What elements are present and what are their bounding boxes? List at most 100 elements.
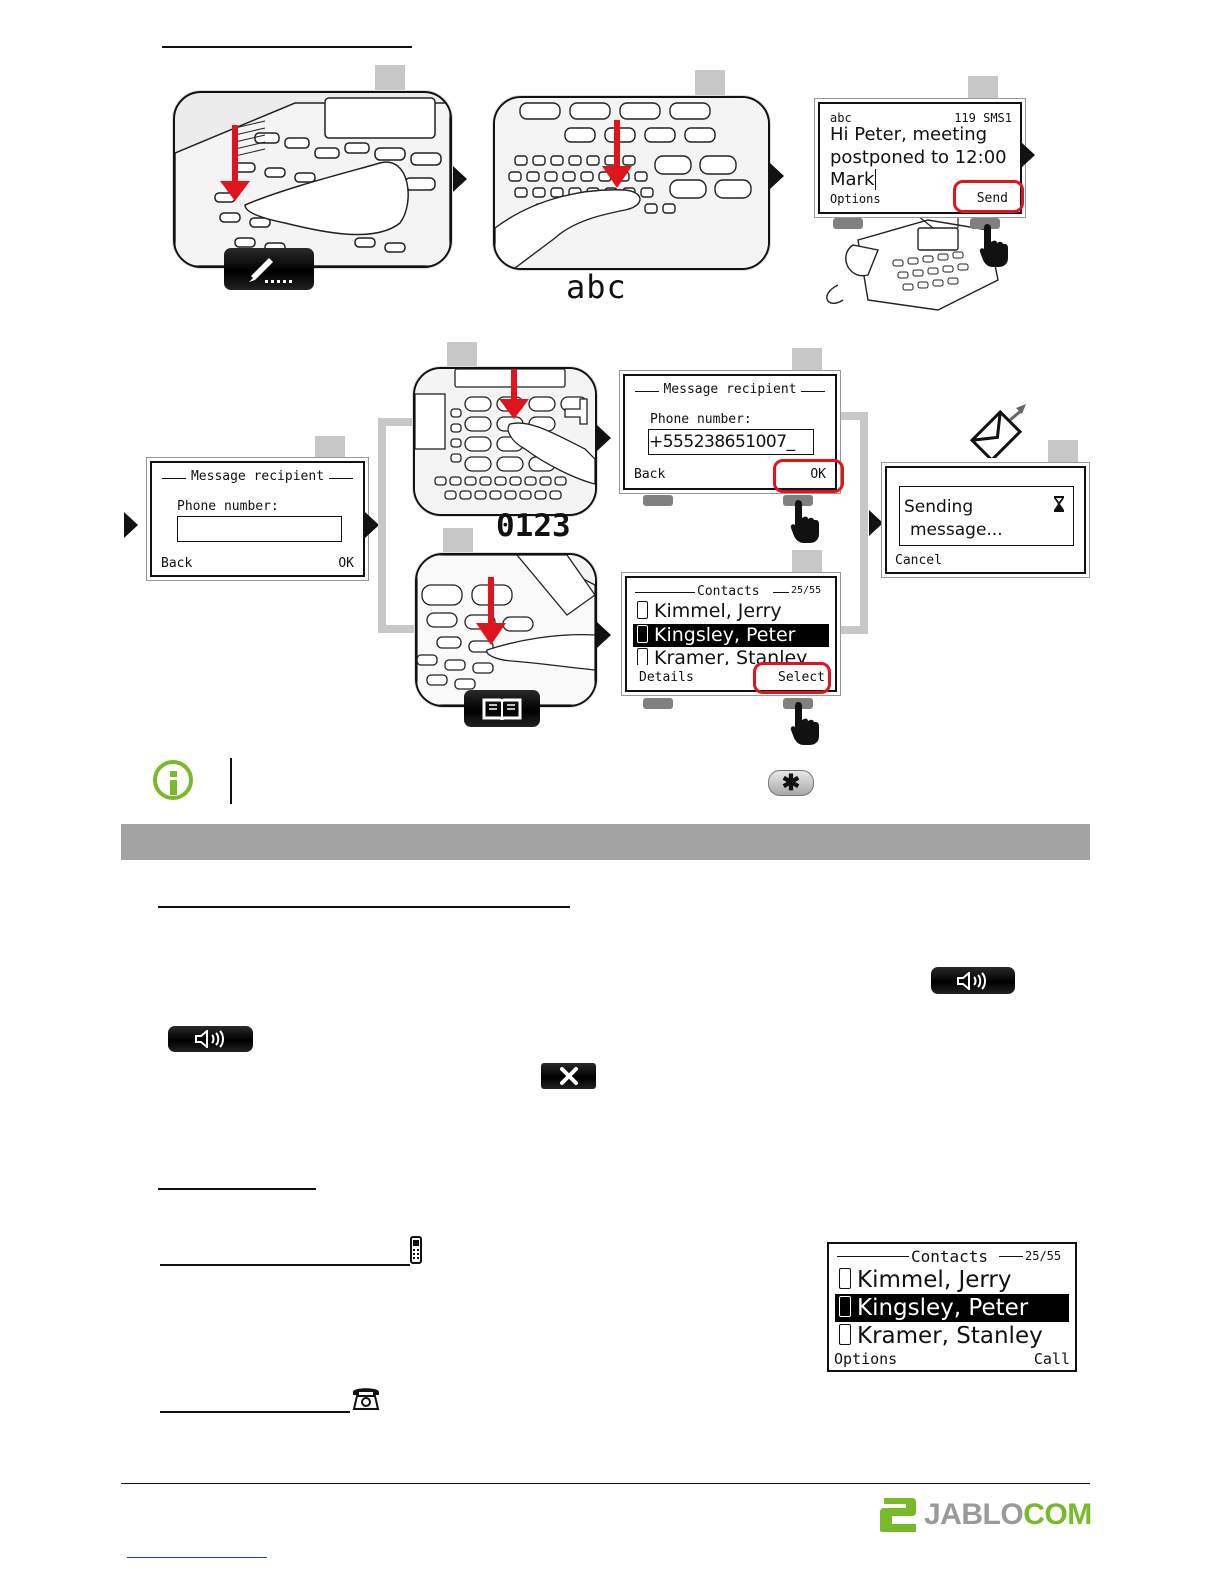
heading-underline-top [162,46,412,48]
mobile-phone-icon [839,1296,851,1317]
keypad-digit-label: 0123 [496,508,571,544]
soft-left-cancel[interactable]: Cancel [895,553,942,568]
phone-illustration [818,200,1018,320]
field-label: Phone number: [177,499,279,514]
sms-mode: abc [830,111,852,125]
info-divider [230,758,232,804]
softkey-left[interactable] [643,698,673,709]
soft-left-options[interactable]: Options [830,192,881,206]
step-badge [447,342,477,368]
sms-line-3-text: Mark [830,169,875,190]
contact-name: Kingsley, Peter [654,624,796,646]
brand-name-part1: JABLO [924,1498,1024,1531]
edit-key-icon [224,248,314,290]
mobile-phone-icon [637,601,648,619]
info-icon [153,760,193,800]
step-badge [792,550,822,576]
contacts-count: 25/55 [1025,1249,1062,1263]
section-header-bar [121,824,1090,860]
soft-left-back[interactable]: Back [634,467,666,482]
brand-name-part2: COM [1023,1498,1092,1531]
heading-underline [160,1264,410,1266]
flow-arrow [365,512,379,538]
highlight-select [753,662,831,694]
mobile-phone-icon [410,1236,422,1264]
highlight-ok [773,459,844,493]
soft-left-details[interactable]: Details [639,670,698,685]
contact-item-selected[interactable]: Kingsley, Peter [633,624,829,647]
flow-connector [378,418,386,633]
sms-counter: 119 SMS1 [954,111,1012,125]
step-badge [695,70,725,96]
step-badge [443,528,473,554]
footer-rule [121,1483,1090,1484]
mobile-phone-icon [839,1268,851,1289]
contacts-select-screen: Contacts 25/55 Kimmel, Jerry Kingsley, P… [625,576,837,692]
soft-left-back[interactable]: Back [161,556,193,571]
flow-arrow [1021,142,1035,168]
keypad-mode-label: abc [566,268,627,306]
soft-left-options[interactable]: Options [834,1350,898,1368]
sending-line-1: Sending [904,497,974,517]
softkey-left[interactable] [643,495,673,506]
soft-right-ok[interactable]: OK [810,467,826,482]
hourglass-icon [1054,496,1064,512]
step-badge [1048,440,1078,466]
contact-item[interactable]: Kimmel, Jerry [633,600,829,623]
phone-number-input[interactable] [177,516,342,542]
sending-box: Sending message... [899,486,1074,546]
photo-type-text [493,96,770,270]
speaker-key-icon [168,1026,253,1052]
sending-line-2: message... [910,520,1003,540]
sms-compose-screen: abc 119 SMS1 Hi Peter, meeting postponed… [818,102,1022,214]
contact-name: Kimmel, Jerry [654,600,782,622]
soft-right-ok[interactable]: OK [338,556,354,571]
recipient-screen-empty: Message recipient Phone number: Back OK [150,461,365,577]
contact-name: Kimmel, Jerry [857,1267,1012,1293]
mobile-phone-icon [637,648,648,665]
star-key-icon: ✱ [768,770,814,796]
flow-arrow [597,425,611,451]
contacts-count: 25/55 [791,585,822,596]
footer-link-underline[interactable] [127,1557,267,1558]
phone-number-input[interactable]: +555238651007_ [648,429,814,455]
flow-connector [860,412,868,634]
step-badge [968,76,998,102]
cancel-key-icon [541,1063,596,1089]
flow-connector [378,625,418,633]
contacts-header: Contacts 25/55 [635,584,831,599]
heading-underline [160,1411,350,1413]
contact-item-selected[interactable]: Kingsley, Peter [835,1294,1069,1322]
recipient-screen-filled: Message recipient Phone number: +5552386… [623,374,837,490]
flow-arrow [770,163,784,189]
landline-phone-icon [352,1388,380,1410]
phone-number-value: +555238651007_ [649,432,795,452]
speaker-key-icon [931,967,1015,994]
contact-item[interactable]: Kramer, Stanley [835,1322,1069,1350]
softkey-left[interactable] [833,218,863,229]
contact-item[interactable]: Kramer, Stanley [633,647,829,665]
heading-underline [158,906,570,908]
mobile-phone-icon [839,1324,851,1345]
soft-right-send[interactable]: Send [976,191,1008,206]
brand-mark-icon [880,1498,916,1532]
flow-arrow [124,512,138,538]
recipient-title: Message recipient [188,469,327,484]
contact-item[interactable]: Kimmel, Jerry [835,1266,1069,1294]
flow-arrow [597,622,611,648]
flow-connector [378,418,418,426]
flow-arrow [869,510,883,536]
contacts-header: Contacts 25/55 [837,1247,1071,1266]
sms-line-3: Mark [830,169,877,190]
contact-name: Kramer, Stanley [654,647,808,665]
photo-press-phonebook [415,553,597,707]
soft-right-call[interactable]: Call [1033,1350,1070,1368]
flow-connector [836,412,866,420]
recipient-title: Message recipient [661,382,799,397]
softkey-right[interactable] [970,218,1000,229]
soft-right-select[interactable]: Select [774,670,825,685]
field-label: Phone number: [650,412,752,427]
step-badge [792,348,822,374]
sending-screen: Sending message... Cancel [885,466,1086,574]
